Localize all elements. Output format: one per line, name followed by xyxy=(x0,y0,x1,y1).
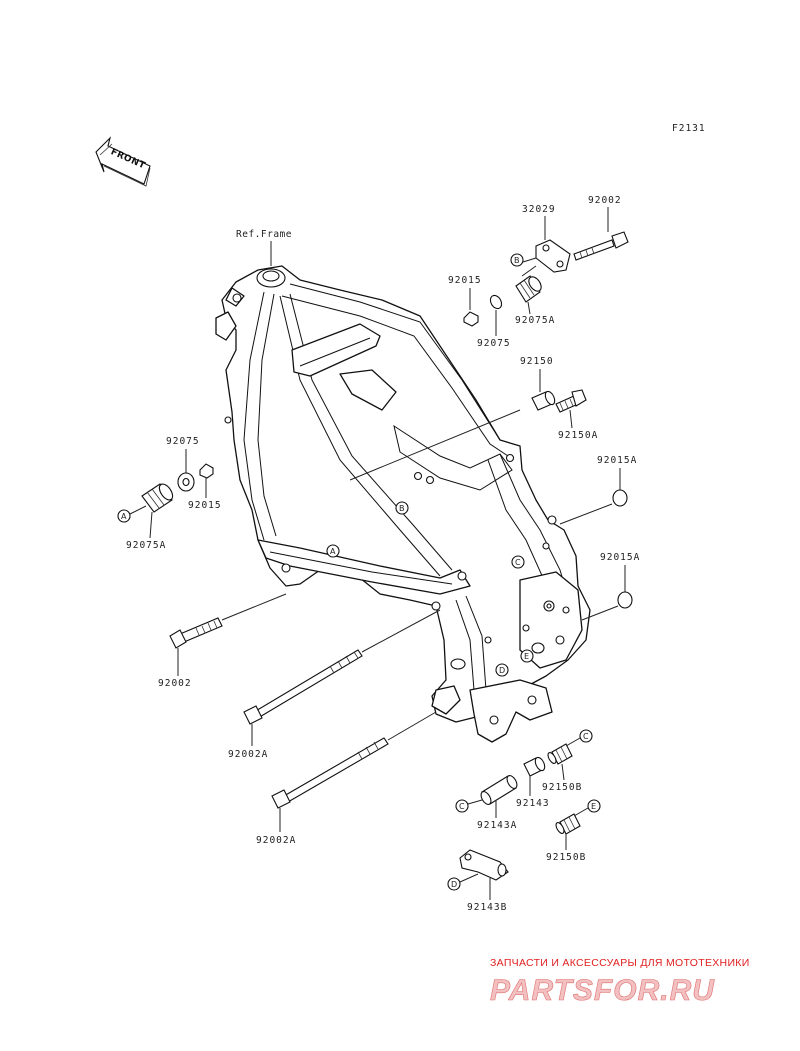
svg-text:C: C xyxy=(459,802,465,811)
ref-frame-label: Ref.Frame xyxy=(236,229,292,240)
part-92015A-1-label: 92015A xyxy=(597,455,637,466)
callout-D-frame: D xyxy=(495,663,509,677)
part-92075-top-label: 92075 xyxy=(477,338,511,349)
part-92015-left-label: 92015 xyxy=(188,500,222,511)
callout-D-lower: D xyxy=(447,877,461,891)
callout-B-top: B xyxy=(510,253,524,267)
svg-text:A: A xyxy=(121,512,127,521)
part-92143-label: 92143 xyxy=(516,798,550,809)
svg-text:B: B xyxy=(399,504,405,513)
svg-text:D: D xyxy=(451,880,457,889)
nut-92015-left-part xyxy=(199,463,214,479)
part-92002-left-label: 92002 xyxy=(158,678,192,689)
part-92075A-top-label: 92075A xyxy=(515,315,555,326)
watermark-caption: ЗАПЧАСТИ И АКСЕССУАРЫ ДЛЯ МОТОТЕХНИКИ xyxy=(490,957,750,969)
svg-text:E: E xyxy=(524,652,529,661)
motorcycle-frame xyxy=(215,265,591,743)
part-92002A-2-label: 92002A xyxy=(256,835,296,846)
washer-92075-top-part xyxy=(489,294,503,310)
callout-E-frame: E xyxy=(520,649,534,663)
bolt-92002A-2-part xyxy=(271,737,389,809)
bolt-92002-left-part xyxy=(169,617,223,649)
part-92075A-left-label: 92075A xyxy=(126,540,166,551)
svg-text:D: D xyxy=(499,666,505,675)
part-92143B-label: 92143B xyxy=(467,902,507,913)
part-92002A-1-label: 92002A xyxy=(228,749,268,760)
part-92015-top-label: 92015 xyxy=(448,275,482,286)
collar-92150-part xyxy=(531,390,556,411)
washer-92075-left-part xyxy=(177,472,195,492)
part-92150B-2-label: 92150B xyxy=(546,852,586,863)
rubber-bushing-left-part xyxy=(141,483,174,513)
spacer-92143A-part xyxy=(480,775,518,805)
nut-92015A-1-part xyxy=(612,489,628,507)
nut-92015A-2-part xyxy=(617,591,633,609)
callout-A-left: A xyxy=(117,509,131,523)
part-92015A-2-label: 92015A xyxy=(600,552,640,563)
bolt-92002A-1-part xyxy=(243,649,363,725)
callout-C-frame: C xyxy=(511,555,525,569)
part-92150-label: 92150 xyxy=(520,356,554,367)
svg-text:C: C xyxy=(515,558,521,567)
rubber-bushing-top-part xyxy=(515,275,542,303)
part-92150B-1-label: 92150B xyxy=(542,782,582,793)
svg-text:C: C xyxy=(583,732,589,741)
part-92150A-label: 92150A xyxy=(558,430,598,441)
callout-B-frame: B xyxy=(395,501,409,515)
collar-92143-part xyxy=(523,756,546,777)
front-arrow-icon: FRONT xyxy=(95,136,151,187)
watermark-brand: PARTSFOR.RU xyxy=(490,974,715,1007)
bolt-92150A-part xyxy=(555,389,587,413)
callout-A-frame: A xyxy=(326,544,340,558)
part-92002-top-label: 92002 xyxy=(588,195,622,206)
diagram-code: F2131 xyxy=(672,123,706,134)
bolt-92150B-2-part xyxy=(555,813,581,835)
bolt-92150B-1-part xyxy=(547,743,573,765)
callout-E-lower: E xyxy=(587,799,601,813)
part-92143A-label: 92143A xyxy=(477,820,517,831)
part-32029-label: 32029 xyxy=(522,204,556,215)
link-92143B-part xyxy=(459,849,509,881)
svg-text:A: A xyxy=(330,547,336,556)
part-92075-left-label: 92075 xyxy=(166,436,200,447)
svg-text:E: E xyxy=(591,802,596,811)
callout-C-lower-2: C xyxy=(455,799,469,813)
bolt-92002-top-part xyxy=(573,231,629,261)
callout-C-lower-1: C xyxy=(579,729,593,743)
engine-bracket-part xyxy=(535,239,571,273)
nut-92015-top-part xyxy=(463,311,479,327)
svg-text:B: B xyxy=(514,256,520,265)
